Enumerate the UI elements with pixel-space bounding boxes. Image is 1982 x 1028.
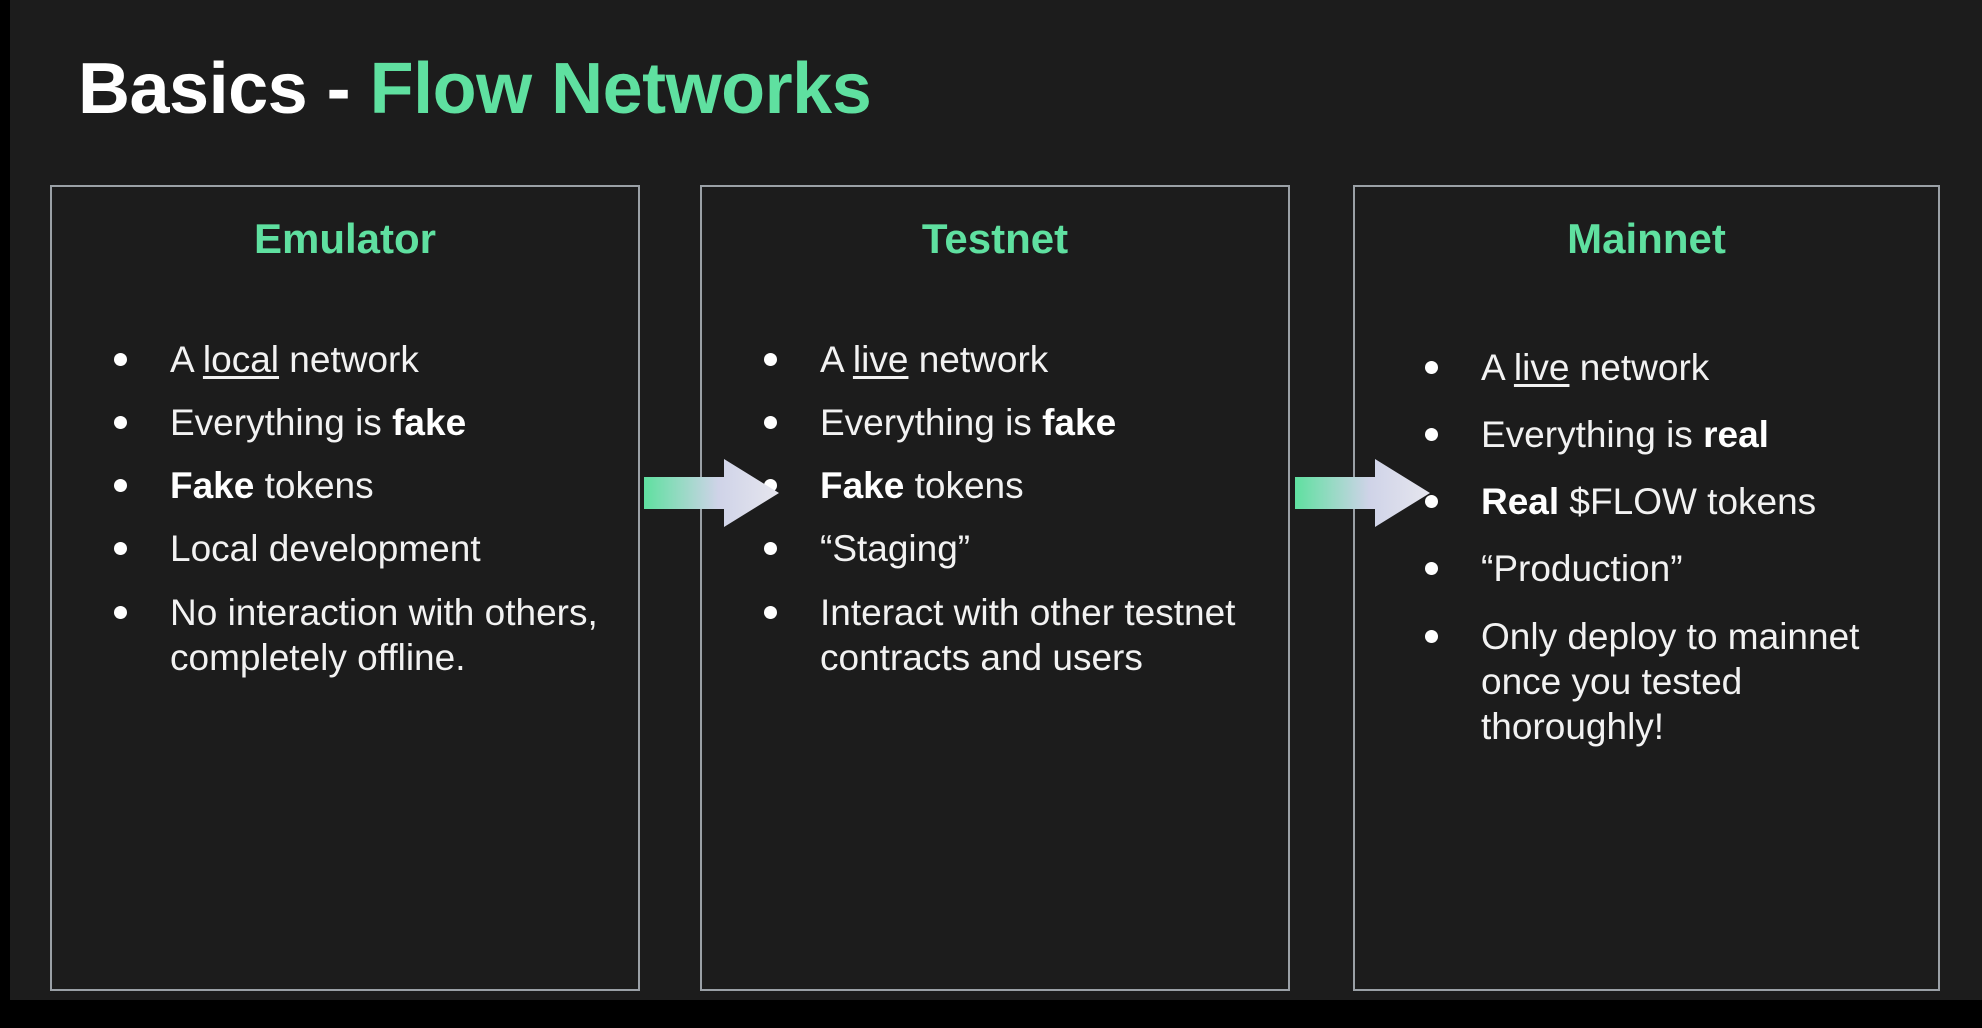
bullet-dot-icon [1425, 495, 1438, 509]
list-item: No interaction with others, completely o… [92, 590, 612, 680]
bullet-text: A live network [820, 339, 1049, 380]
card-mainnet: Mainnet A live network Everything is rea… [1353, 185, 1940, 991]
list-item: Interact with other testnet contracts an… [742, 590, 1262, 680]
list-item: Everything is fake [92, 400, 612, 445]
list-item: Fake tokens [92, 463, 612, 508]
bullet-dot-icon [1425, 629, 1438, 643]
bottom-letterbox [0, 1000, 1982, 1028]
card-title-testnet: Testnet [921, 215, 1069, 262]
bullet-text: Everything is fake [170, 402, 467, 444]
left-letterbox [0, 0, 10, 1028]
list-item: Local development [92, 526, 612, 571]
bullet-text: Fake tokens [170, 465, 374, 507]
bullet-text: Real $FLOW tokens [1481, 481, 1817, 523]
card-testnet: Testnet A live network Everything is fak… [700, 185, 1290, 991]
bullet-text: “Staging” [820, 528, 971, 570]
page-title-plain: Basics - [78, 49, 370, 129]
bullet-text: No interaction with others, completely o… [170, 591, 598, 678]
card-title-mainnet: Mainnet [1567, 215, 1726, 262]
bullet-text: Everything is fake [820, 402, 1117, 444]
bullet-dot-icon [114, 479, 127, 493]
bullet-text: A live network [1481, 347, 1710, 388]
bullet-text: A local network [170, 339, 419, 380]
bullet-dot-icon [114, 605, 127, 619]
bullet-list-testnet: A live network Everything is fake Fake t… [742, 337, 1262, 698]
list-item: Real $FLOW tokens [1403, 479, 1912, 524]
bullet-list-emulator: A local network Everything is fake Fake … [92, 337, 612, 698]
bullet-dot-icon [764, 416, 777, 430]
list-item: Everything is real [1403, 412, 1912, 457]
list-item: Only deploy to mainnet once you tested t… [1403, 614, 1912, 749]
card-title-emulator: Emulator [253, 215, 437, 262]
bullet-dot-icon [1425, 562, 1438, 576]
list-item: “Staging” [742, 526, 1262, 571]
list-item: Everything is fake [742, 400, 1262, 445]
bullet-dot-icon [114, 416, 127, 430]
bullet-dot-icon [764, 605, 777, 619]
bullet-text: “Production” [1481, 548, 1683, 590]
bullet-dot-icon [1425, 361, 1438, 374]
bullet-text: Fake tokens [820, 465, 1024, 507]
list-item: A live network [742, 337, 1262, 382]
bullet-dot-icon [114, 353, 127, 366]
list-item: A live network [1403, 345, 1912, 390]
list-item: “Production” [1403, 546, 1912, 591]
list-item: Fake tokens [742, 463, 1262, 508]
page-title-accent: Flow Networks [369, 49, 872, 129]
bullet-dot-icon [114, 542, 127, 556]
arrow-right-icon [1295, 459, 1430, 527]
card-emulator: Emulator A local network Everything is f… [50, 185, 640, 991]
bullet-dot-icon [1425, 428, 1438, 442]
arrow-testnet-to-mainnet [1295, 459, 1430, 527]
bullet-text: Only deploy to mainnet once you tested t… [1481, 615, 1860, 747]
page-title: Basics - Flow Networks [78, 48, 872, 130]
list-item: A local network [92, 337, 612, 382]
bullet-text: Everything is real [1481, 414, 1769, 456]
bullet-dot-icon [764, 542, 777, 556]
bullet-list-mainnet: A live network Everything is real Real $… [1403, 345, 1912, 771]
bullet-dot-icon [764, 353, 777, 366]
arrow-right-icon [644, 459, 779, 527]
bullet-text: Local development [170, 528, 481, 570]
bullet-text: Interact with other testnet contracts an… [820, 591, 1236, 678]
network-cards: Emulator A local network Everything is f… [50, 185, 1940, 997]
arrow-emulator-to-testnet [644, 459, 779, 527]
